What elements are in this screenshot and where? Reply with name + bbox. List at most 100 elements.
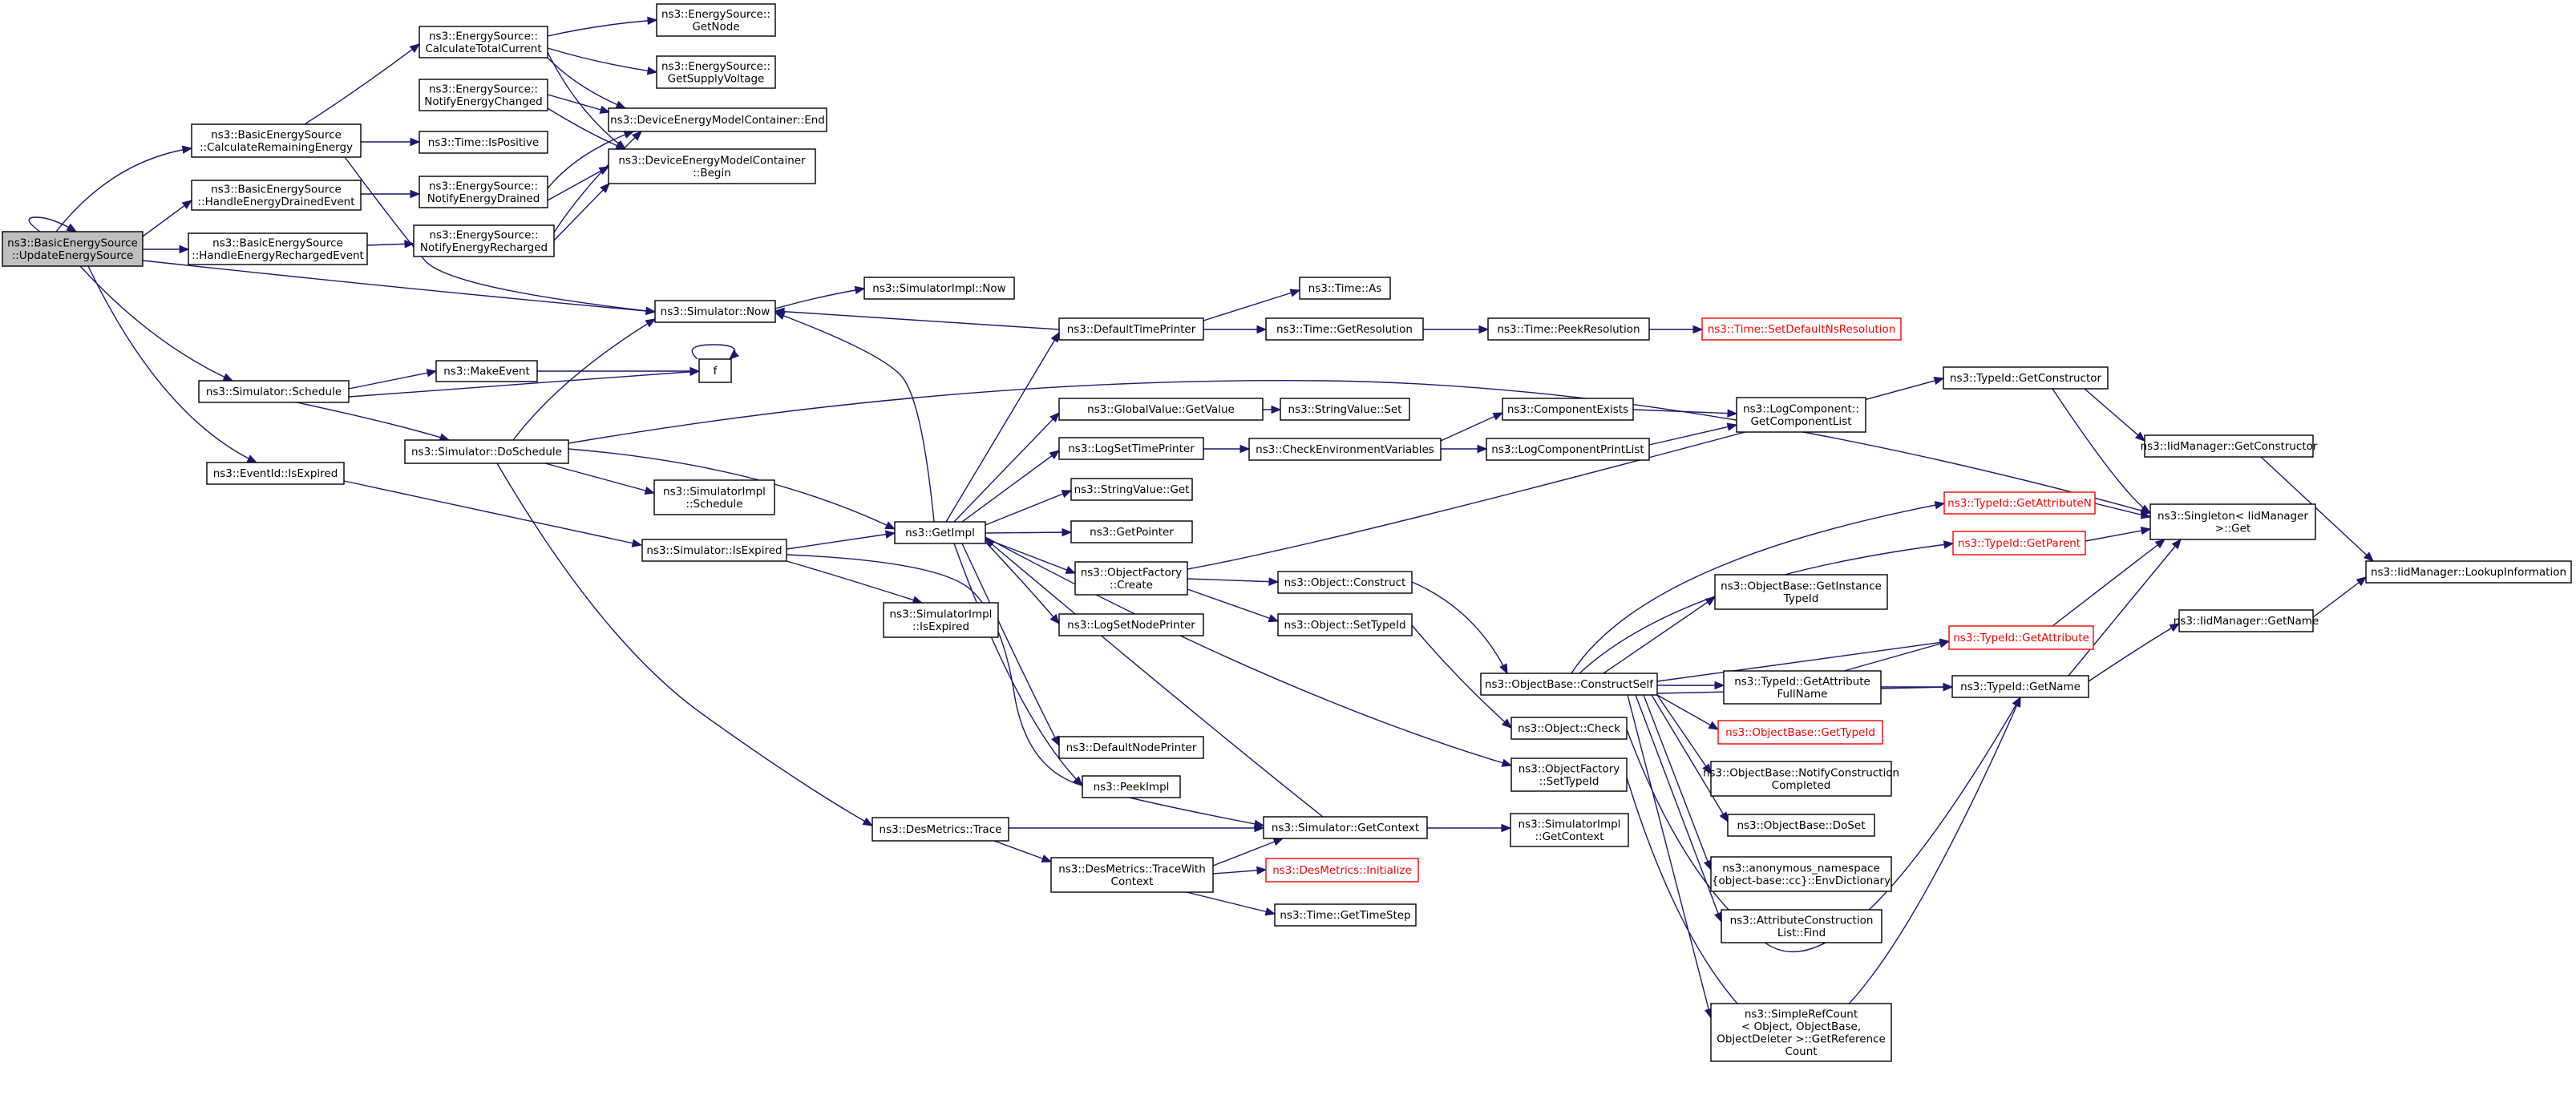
function-node-n14[interactable]: ns3::SimulatorImpl::Now [863,277,1015,300]
arrowhead-icon [884,521,896,530]
function-node-n45[interactable]: ns3::LogComponentPrintList [1486,438,1650,461]
function-node-n12[interactable]: ns3::DeviceEnergyModelContainer::Begin [608,148,816,184]
function-node-label: ns3::EnergySource:: [429,180,538,192]
function-node-label: ns3::LogComponentPrintList [1491,443,1644,456]
function-node-n41[interactable]: ns3::Time::SetDefaultNsResolution [1701,317,1902,341]
function-node-label: ns3::DeviceEnergyModelContainer::End [610,114,825,127]
function-node-n27[interactable]: ns3::GlobalValue::GetValue [1058,398,1264,421]
function-node-label: ns3::Simulator::GetContext [1272,822,1419,834]
function-node-n40[interactable]: ns3::Time::PeekResolution [1487,317,1650,341]
function-node-n24[interactable]: ns3::DesMetrics::Trace [871,817,1009,842]
function-node-n19[interactable]: ns3::EventId::IsExpired [206,462,345,485]
call-edge-n7-n12 [547,166,610,201]
function-node-n30[interactable]: ns3::GetPointer [1070,520,1193,543]
function-node-n8[interactable]: ns3::EnergySource::NotifyEnergyRecharged [413,224,555,257]
arrowhead-icon [426,369,438,378]
arrowhead-icon [1501,823,1512,833]
arrowhead-icon [645,318,657,328]
function-node-n44[interactable]: ns3::ComponentExists [1502,398,1634,421]
function-node-n38[interactable]: ns3::Time::As [1299,277,1391,300]
function-node-n35[interactable]: ns3::Simulator::GetContext [1263,816,1428,839]
function-node-n6[interactable]: ns3::Time::IsPositive [419,131,548,154]
call-edge-n49-n62 [1571,501,1946,674]
function-node-n1[interactable]: ns3::BasicEnergySource::CalculateRemaini… [191,123,362,158]
function-node-n5[interactable]: ns3::EnergySource::NotifyEnergyChanged [419,79,548,111]
function-node-label: ns3::EnergySource:: [429,228,538,241]
function-node-n0[interactable]: ns3::BasicEnergySource::UpdateEnergySour… [2,231,144,267]
function-node-n3[interactable]: ns3::BasicEnergySource::HandleEnergyRech… [188,232,368,265]
function-node-n67[interactable]: ns3::Singleton< IidManager >::Get [2149,503,2316,540]
function-node-n49[interactable]: ns3::ObjectBase::ConstructSelf [1480,673,1658,696]
function-node-n36[interactable]: ns3::DesMetrics::Initialize [1265,858,1419,883]
arrowhead-icon [1692,325,1704,334]
arrowhead-icon [600,183,610,193]
function-node-n29[interactable]: ns3::StringValue::Get [1070,478,1193,501]
arrowhead-icon [645,306,657,315]
function-node-n62[interactable]: ns3::TypeId::GetAttributeN [1943,491,2096,515]
function-node-n10[interactable]: ns3::EnergySource::GetSupplyVoltage [656,55,776,89]
function-node-n20[interactable]: ns3::SimulatorImpl::Schedule [653,479,775,515]
function-node-label: ns3::IidManager::GetName [2174,615,2319,628]
function-node-n65[interactable]: ns3::TypeId::GetName [1951,675,2089,698]
function-node-n43[interactable]: ns3::CheckEnvironmentVariables [1248,438,1442,461]
function-node-n21[interactable]: ns3::Simulator::IsExpired [641,539,787,562]
function-node-n16[interactable]: ns3::MakeEvent [435,360,538,382]
arrowhead-icon [1041,854,1053,862]
function-node-n23[interactable]: ns3::GetImpl [894,521,986,544]
function-node-n28[interactable]: ns3::LogSetTimePrinter [1058,437,1204,460]
function-node-n66[interactable]: ns3::IidManager::GetConstructor [2141,434,2318,458]
function-node-n48[interactable]: ns3::Object::SetTypeId [1277,613,1413,636]
function-node-n31[interactable]: ns3::ObjectFactory::Create [1074,561,1188,596]
function-node-label: Context [1111,875,1154,888]
call-edge-n25-n36 [1212,866,1268,875]
function-node-n4[interactable]: ns3::EnergySource::CalculateTotalCurrent [419,26,548,59]
function-node-n37[interactable]: ns3::Time::GetTimeStep [1274,903,1417,927]
function-node-n63[interactable]: ns3::TypeId::GetParent [1952,531,2086,555]
function-node-n13[interactable]: ns3::Simulator::Now [654,300,776,323]
function-node-n39[interactable]: ns3::Time::GetResolution [1265,317,1424,341]
function-node-label: ::HandleEnergyRechargedEvent [192,249,364,262]
function-node-n52[interactable]: ns3::SimulatorImpl::GetContext [1510,813,1629,847]
call-edge-n21-n35 [786,554,1265,828]
function-node-n15[interactable]: ns3::Simulator::Schedule [198,380,350,403]
function-node-n46[interactable]: ns3::LogComponent::GetComponentList [1736,397,1866,433]
function-node-n11[interactable]: ns3::DeviceEnergyModelContainer::End [608,107,827,132]
function-node-label: ns3::EnergySource:: [429,30,538,42]
function-node-n64[interactable]: ns3::TypeId::GetAttribute [1948,625,2094,650]
arrowhead-icon [1268,577,1280,586]
function-node-n26[interactable]: ns3::DefaultTimePrinter [1058,317,1204,341]
function-node-n68[interactable]: ns3::IidManager::GetName [2174,609,2319,632]
function-node-n55[interactable]: ns3::ObjectBase::GetTypeId [1717,720,1883,745]
function-node-label: ns3::ComponentExists [1507,403,1628,416]
function-node-label: ns3::EnergySource:: [429,83,538,95]
arrowhead-icon [884,530,896,539]
call-edge-n26-n13 [774,307,1060,330]
function-node-n22[interactable]: ns3::SimulatorImpl::IsExpired [883,602,999,638]
function-node-n50[interactable]: ns3::Object::Check [1510,717,1628,740]
function-node-n17[interactable]: f [698,358,732,383]
function-node-label: ns3::Time::As [1308,282,1382,295]
function-node-n57[interactable]: ns3::ObjectBase::DoSet [1727,814,1875,837]
function-node-n7[interactable]: ns3::EnergySource::NotifyEnergyDrained [419,176,548,208]
call-edge-n49-n58 [1643,694,1712,871]
function-node-n42[interactable]: ns3::StringValue::Set [1280,398,1410,421]
call-edge-n31-n47 [1187,577,1280,586]
function-node-n56[interactable]: ns3::ObjectBase::NotifyConstructionCompl… [1703,761,1899,797]
function-node-n18[interactable]: ns3::Simulator::DoSchedule [404,439,569,464]
function-node-n9[interactable]: ns3::EnergySource::GetNode [656,3,776,37]
function-node-n58[interactable]: ns3::anonymous_namespace{object-base::cc… [1710,856,1892,892]
function-node-n34[interactable]: ns3::PeekImpl [1082,775,1181,798]
function-node-n61[interactable]: ns3::TypeId::GetConstructor [1943,366,2109,390]
function-node-n47[interactable]: ns3::Object::Construct [1277,571,1413,594]
function-node-n51[interactable]: ns3::ObjectFactory::SetTypeId [1510,757,1628,792]
function-node-n2[interactable]: ns3::BasicEnergySource::HandleEnergyDrai… [191,180,362,211]
function-node-n60[interactable]: ns3::SimpleRefCount< Object, ObjectBase,… [1710,1003,1892,1062]
function-node-n33[interactable]: ns3::DefaultNodePrinter [1058,736,1204,759]
function-node-n32[interactable]: ns3::LogSetNodePrinter [1058,613,1204,636]
function-node-n69[interactable]: ns3::IidManager::LookupInformation [2365,560,2572,584]
arrowhead-icon [1254,823,1265,833]
